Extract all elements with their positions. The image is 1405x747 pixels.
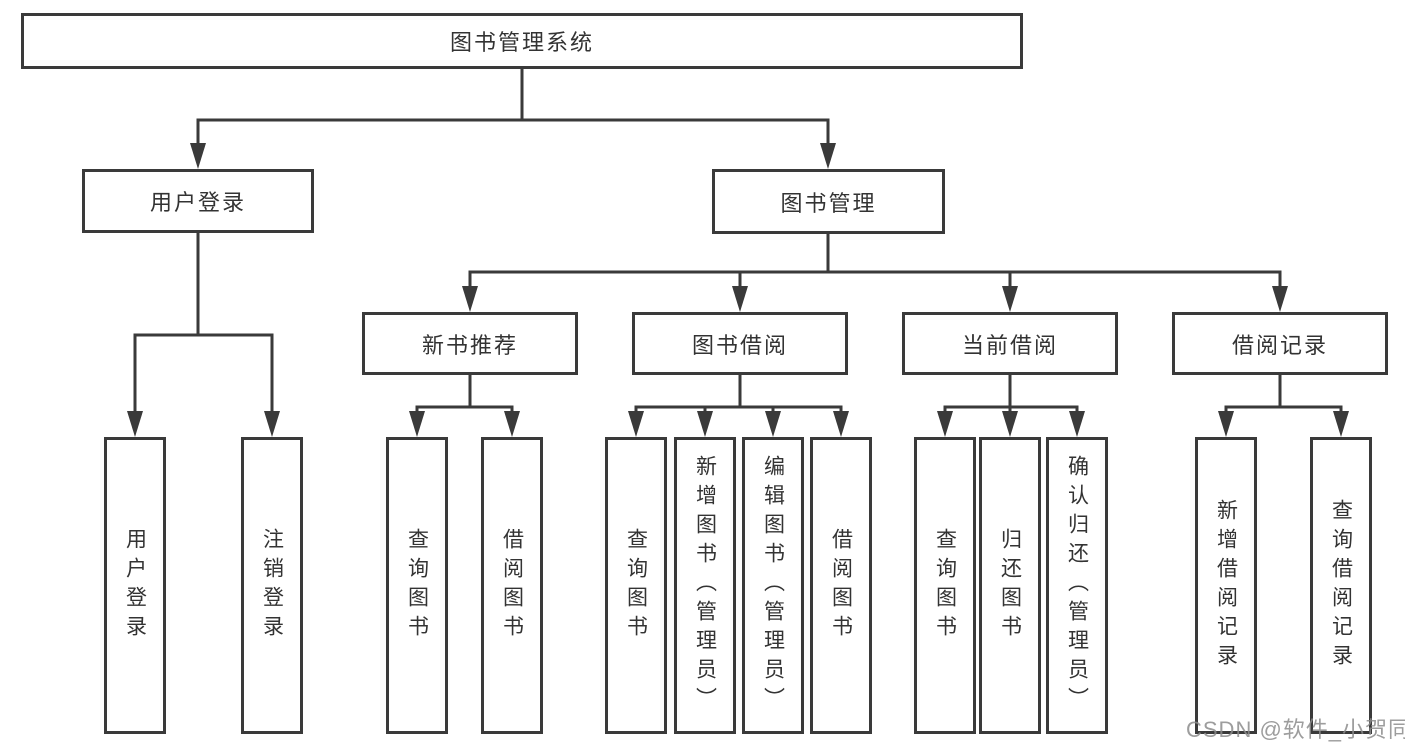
node-new-book-recommend: 新书推荐 — [362, 312, 578, 375]
node-leaf-add-borrow-record: 新增借阅记录 — [1195, 437, 1257, 734]
arrow-down-icon — [628, 411, 644, 437]
arrow-down-icon — [1272, 286, 1288, 312]
node-label: 借阅记录 — [1231, 332, 1328, 358]
node-label: 查询借阅记录 — [1329, 498, 1353, 673]
connector-newbook-split — [415, 405, 514, 416]
arrow-down-icon — [1218, 411, 1234, 437]
node-label: 注销登录 — [260, 527, 284, 644]
node-leaf-confirm-return-admin: 确认归还（管理员） — [1046, 437, 1108, 734]
node-borrowing-records: 借阅记录 — [1172, 312, 1388, 375]
node-book-borrowing: 图书借阅 — [632, 312, 848, 375]
node-leaf-logout: 注销登录 — [241, 437, 303, 734]
connector-bookmgmt-split — [468, 270, 1282, 291]
arrow-down-icon — [127, 411, 143, 437]
node-label: 用户登录 — [149, 190, 246, 215]
arrow-down-icon — [1002, 286, 1018, 312]
arrow-down-icon — [409, 411, 425, 437]
connector-current-split — [943, 405, 1079, 416]
node-label: 当前借阅 — [961, 332, 1058, 358]
node-label: 查询图书 — [933, 527, 957, 644]
node-leaf-add-books-admin: 新增图书（管理员） — [674, 437, 736, 734]
node-book-management: 图书管理 — [712, 169, 945, 234]
arrow-down-icon — [820, 143, 836, 169]
arrow-down-icon — [264, 411, 280, 437]
arrow-down-icon — [833, 411, 849, 437]
node-leaf-query-books-current: 查询图书 — [914, 437, 976, 734]
arrow-down-icon — [1002, 411, 1018, 437]
node-label: 编辑图书（管理员） — [761, 455, 785, 716]
node-current-borrowing: 当前借阅 — [902, 312, 1118, 375]
node-leaf-edit-books-admin: 编辑图书（管理员） — [742, 437, 804, 734]
node-leaf-borrow-books-borrowing: 借阅图书 — [810, 437, 872, 734]
node-label: 新增借阅记录 — [1214, 498, 1238, 673]
node-leaf-query-borrow-record: 查询借阅记录 — [1310, 437, 1372, 734]
arrow-down-icon — [937, 411, 953, 437]
node-label: 用户登录 — [123, 527, 147, 644]
node-label: 归还图书 — [998, 527, 1022, 644]
node-leaf-query-books-recommend: 查询图书 — [386, 437, 448, 734]
node-leaf-borrow-books-recommend: 借阅图书 — [481, 437, 543, 734]
arrow-down-icon — [1069, 411, 1085, 437]
arrow-down-icon — [462, 286, 478, 312]
node-label: 借阅图书 — [829, 527, 853, 644]
node-user-login-branch: 用户登录 — [82, 169, 314, 233]
arrow-down-icon — [697, 411, 713, 437]
node-label: 新增图书（管理员） — [693, 455, 717, 716]
node-label: 确认归还（管理员） — [1065, 455, 1089, 716]
csdn-watermark: CSDN @软件_小贺同学 — [1186, 717, 1405, 742]
node-label: 借阅图书 — [500, 527, 524, 644]
connector-root-split — [196, 118, 830, 147]
node-leaf-return-books: 归还图书 — [979, 437, 1041, 734]
arrow-down-icon — [1333, 411, 1349, 437]
connector-records-split — [1224, 405, 1343, 416]
connector-userlogin-split — [133, 333, 274, 416]
arrow-down-icon — [732, 286, 748, 312]
arrow-down-icon — [765, 411, 781, 437]
node-label: 查询图书 — [624, 527, 648, 644]
node-label: 图书借阅 — [691, 332, 788, 358]
node-label: 查询图书 — [405, 527, 429, 644]
node-label: 图书管理 — [780, 190, 877, 216]
node-root-label: 图书管理系统 — [449, 30, 594, 55]
node-leaf-query-books-borrowing: 查询图书 — [605, 437, 667, 734]
arrow-down-icon — [190, 143, 206, 169]
node-leaf-user-login: 用户登录 — [104, 437, 166, 734]
node-root: 图书管理系统 — [21, 13, 1023, 69]
arrow-down-icon — [504, 411, 520, 437]
node-label: 新书推荐 — [421, 332, 518, 358]
connector-borrowing-split — [634, 405, 843, 416]
